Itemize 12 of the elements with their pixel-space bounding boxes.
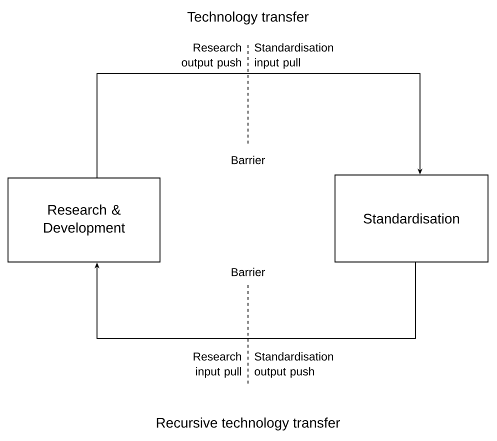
caption: Recursive technology transfer bbox=[156, 417, 340, 430]
arrow bbox=[94, 262, 416, 339]
process-box: Research & Development bbox=[8, 178, 160, 262]
barrier-label: Barrier bbox=[232, 156, 265, 164]
barrier-label: Barrier bbox=[232, 268, 265, 276]
flow-label: Research output push bbox=[182, 43, 242, 69]
flow-label: Research input pull bbox=[194, 352, 242, 378]
title: Technology transfer bbox=[187, 12, 309, 24]
flow-label: Standardisation output push bbox=[254, 352, 334, 378]
arrow bbox=[96, 73, 423, 178]
process-box: Standardisation bbox=[334, 174, 488, 262]
flow-label: Standardisation input pull bbox=[254, 43, 334, 69]
